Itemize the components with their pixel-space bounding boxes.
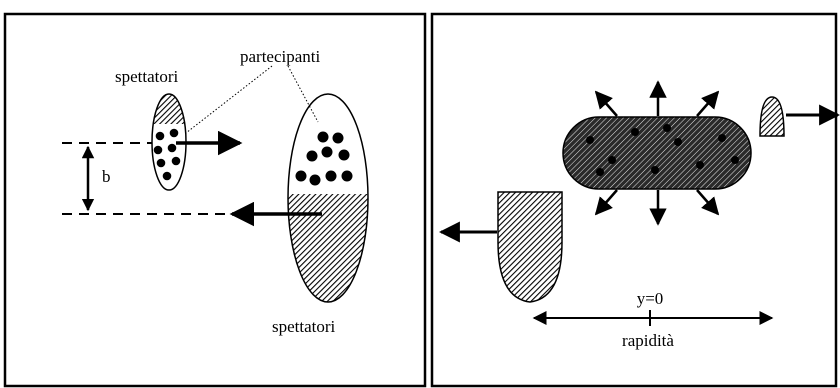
fireball: [562, 80, 752, 226]
impact-parameter: b: [62, 142, 290, 215]
fireball-particles: [586, 124, 739, 176]
large-fragment-shape: [497, 191, 563, 303]
left-panel: b spettatori partecipanti spettatori: [3, 12, 427, 388]
large-nucleus-outline: [287, 93, 369, 303]
emission-arrow-lower-left: [594, 189, 618, 216]
small-nucleus: [151, 93, 243, 191]
small-nucleus-nucleons: [153, 128, 181, 181]
left-panel-border: [3, 12, 427, 388]
emission-arrows: [594, 80, 720, 226]
spectators-top-label: spettatori: [115, 67, 179, 86]
rapidity-axis: y=0 rapidità: [532, 289, 774, 350]
participants-leader-lines: [185, 65, 319, 134]
participants-label: partecipanti: [240, 47, 321, 66]
large-nucleus: [229, 93, 369, 303]
small-spectator-fragment: [759, 96, 840, 137]
emission-arrow-upper-left: [594, 90, 618, 117]
impact-parameter-label: b: [102, 167, 111, 186]
rapidity-origin-label: y=0: [637, 289, 664, 308]
right-panel: y=0 rapidità: [430, 12, 840, 388]
right-panel-border: [430, 12, 838, 388]
emission-arrow-lower-right: [696, 189, 720, 216]
emission-arrow-upper-right: [696, 90, 720, 117]
fireball-body: [562, 116, 752, 190]
large-spectator-fragment: [438, 191, 563, 303]
small-fragment-shape: [759, 96, 785, 137]
large-nucleus-spectator-region: [288, 194, 368, 302]
spectators-bottom-label: spettatori: [272, 317, 336, 336]
large-nucleus-nucleons: [295, 131, 353, 186]
rapidity-axis-label: rapidità: [622, 331, 674, 350]
